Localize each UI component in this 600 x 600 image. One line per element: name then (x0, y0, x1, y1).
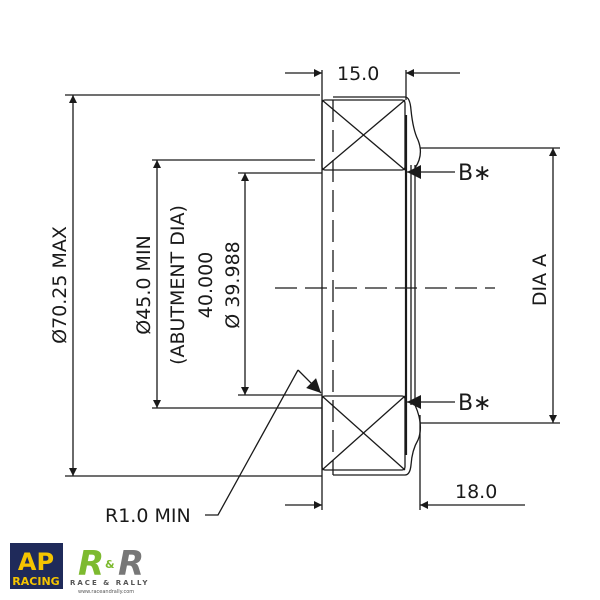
svg-text:www.raceandrally.com: www.raceandrally.com (78, 589, 134, 595)
radius-label: R1.0 MIN (105, 505, 191, 527)
datum-b-upper: B∗ (407, 161, 492, 186)
dim-outer-dia-label: Ø70.25 MAX (49, 226, 71, 344)
dim-bore: 40.000 Ø 39.988 (195, 172, 322, 396)
svg-text:AP: AP (18, 548, 54, 576)
dim-width-bottom-label: 18.0 (455, 481, 497, 503)
radius-leader: R1.0 MIN (105, 369, 322, 527)
dim-width-top-label: 15.0 (337, 63, 379, 85)
dim-abutment-line2: (ABUTMENT DIA) (167, 205, 189, 365)
dim-dia-a: DIA A (420, 147, 560, 424)
svg-text:R: R (78, 544, 104, 584)
ap-racing-logo: AP RACING (10, 543, 63, 589)
dim-bore-line1: 40.000 (195, 252, 217, 318)
datum-b-upper-label: B∗ (458, 161, 492, 186)
datum-b-lower: B∗ (407, 391, 492, 416)
dim-dia-a-label: DIA A (529, 254, 551, 306)
bearing-section (321, 70, 422, 510)
dim-bore-line2: Ø 39.988 (222, 241, 244, 328)
race-and-rally-logo: R & R RACE & RALLY www.raceandrally.com (70, 544, 149, 595)
dim-abutment-dia: Ø45.0 MIN (ABUTMENT DIA) (133, 159, 322, 409)
dim-abutment-line1: Ø45.0 MIN (133, 235, 155, 335)
dim-outer-dia: Ø70.25 MAX (49, 94, 322, 477)
datum-b-lower-label: B∗ (458, 391, 492, 416)
svg-text:RACE & RALLY: RACE & RALLY (70, 579, 149, 587)
svg-text:&: & (105, 558, 115, 571)
dim-width-bottom: 18.0 (285, 481, 525, 509)
dim-width-top: 15.0 (285, 63, 460, 85)
svg-text:RACING: RACING (12, 575, 59, 588)
svg-text:R: R (118, 544, 144, 584)
